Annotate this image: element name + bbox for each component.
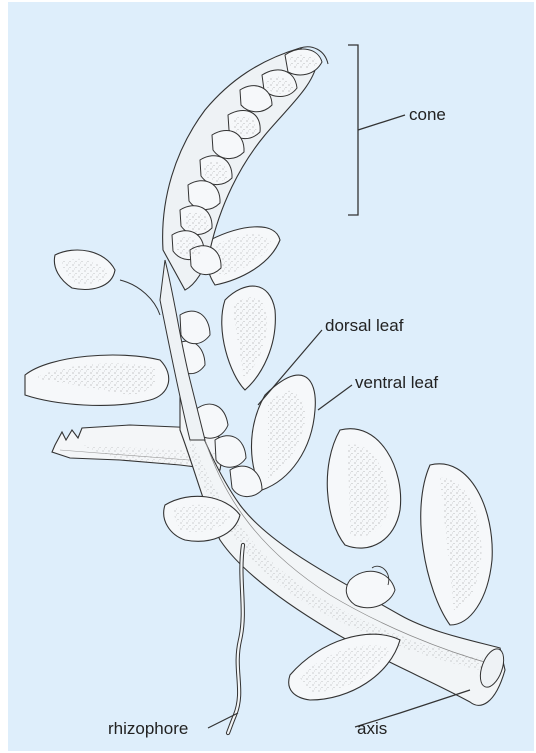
rhizophore-structure [228,545,243,733]
rhizophore-label: rhizophore [108,719,188,739]
ventral-leaf-label: ventral leaf [355,373,438,393]
axis-label: axis [357,719,387,739]
dorsal-leaf-label: dorsal leaf [325,316,403,336]
cone-label: cone [409,105,446,125]
cone-bracket [348,45,405,215]
